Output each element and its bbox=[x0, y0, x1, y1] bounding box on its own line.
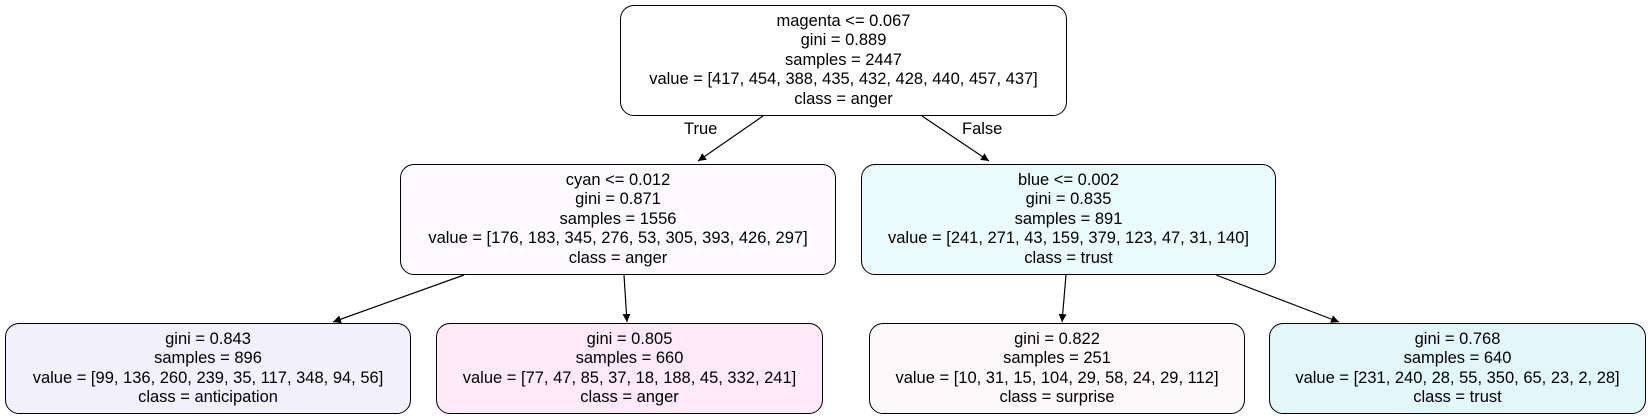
class-distribution: value = [99, 136, 260, 239, 35, 117, 348… bbox=[32, 368, 384, 387]
predicted-class: class = trust bbox=[1024, 248, 1113, 267]
tree-node-left: cyan <= 0.012 gini = 0.871 samples = 155… bbox=[400, 164, 836, 275]
edge-root-left bbox=[697, 115, 764, 162]
gini-value: gini = 0.889 bbox=[800, 31, 887, 50]
edge-label-false: False bbox=[962, 120, 1003, 138]
split-condition: magenta <= 0.067 bbox=[776, 11, 911, 30]
sample-count: samples = 640 bbox=[1403, 349, 1512, 367]
gini-value: gini = 0.805 bbox=[586, 329, 673, 348]
sample-count: samples = 660 bbox=[575, 349, 684, 367]
gini-value: gini = 0.835 bbox=[1025, 190, 1112, 209]
edge-right-leaf4 bbox=[1215, 274, 1340, 323]
gini-value: gini = 0.843 bbox=[165, 329, 251, 348]
split-condition: blue <= 0.002 bbox=[1018, 170, 1119, 189]
sample-count: samples = 896 bbox=[154, 349, 262, 367]
gini-value: gini = 0.871 bbox=[575, 190, 661, 209]
edge-left-leaf1 bbox=[332, 274, 465, 324]
tree-leaf-4: gini = 0.768 samples = 640 value = [231,… bbox=[1269, 323, 1646, 414]
sample-count: samples = 1556 bbox=[559, 209, 677, 228]
tree-leaf-1: gini = 0.843 samples = 896 value = [99, … bbox=[5, 323, 411, 414]
gini-value: gini = 0.822 bbox=[1014, 329, 1100, 348]
tree-leaf-2: gini = 0.805 samples = 660 value = [77, … bbox=[436, 323, 823, 414]
predicted-class: class = anger bbox=[568, 248, 668, 267]
edge-root-right bbox=[921, 115, 990, 162]
edge-label-true: True bbox=[684, 120, 718, 138]
predicted-class: class = anger bbox=[580, 388, 679, 406]
class-distribution: value = [417, 454, 388, 435, 432, 428, 4… bbox=[649, 70, 1038, 89]
class-distribution: value = [176, 183, 345, 276, 53, 305, 39… bbox=[428, 229, 808, 248]
tree-node-root: magenta <= 0.067 gini = 0.889 samples = … bbox=[620, 5, 1067, 116]
sample-count: samples = 891 bbox=[1014, 209, 1123, 228]
predicted-class: class = anticipation bbox=[138, 388, 278, 406]
tree-leaf-3: gini = 0.822 samples = 251 value = [10, … bbox=[869, 323, 1245, 414]
class-distribution: value = [231, 240, 28, 55, 350, 65, 23, … bbox=[1295, 368, 1620, 387]
class-distribution: value = [241, 271, 43, 159, 379, 123, 47… bbox=[887, 229, 1249, 248]
sample-count: samples = 251 bbox=[1003, 349, 1111, 367]
sample-count: samples = 2447 bbox=[785, 50, 902, 69]
split-condition: cyan <= 0.012 bbox=[565, 170, 671, 189]
predicted-class: class = trust bbox=[1413, 388, 1502, 406]
class-distribution: value = [77, 47, 85, 37, 18, 188, 45, 33… bbox=[462, 368, 797, 387]
class-distribution: value = [10, 31, 15, 104, 29, 58, 24, 29… bbox=[895, 368, 1219, 387]
gini-value: gini = 0.768 bbox=[1414, 329, 1501, 348]
predicted-class: class = anger bbox=[794, 89, 893, 108]
edge-left-leaf2 bbox=[622, 274, 631, 323]
tree-node-right: blue <= 0.002 gini = 0.835 samples = 891… bbox=[861, 164, 1276, 275]
predicted-class: class = surprise bbox=[999, 388, 1115, 406]
edge-right-leaf3 bbox=[1058, 274, 1067, 323]
